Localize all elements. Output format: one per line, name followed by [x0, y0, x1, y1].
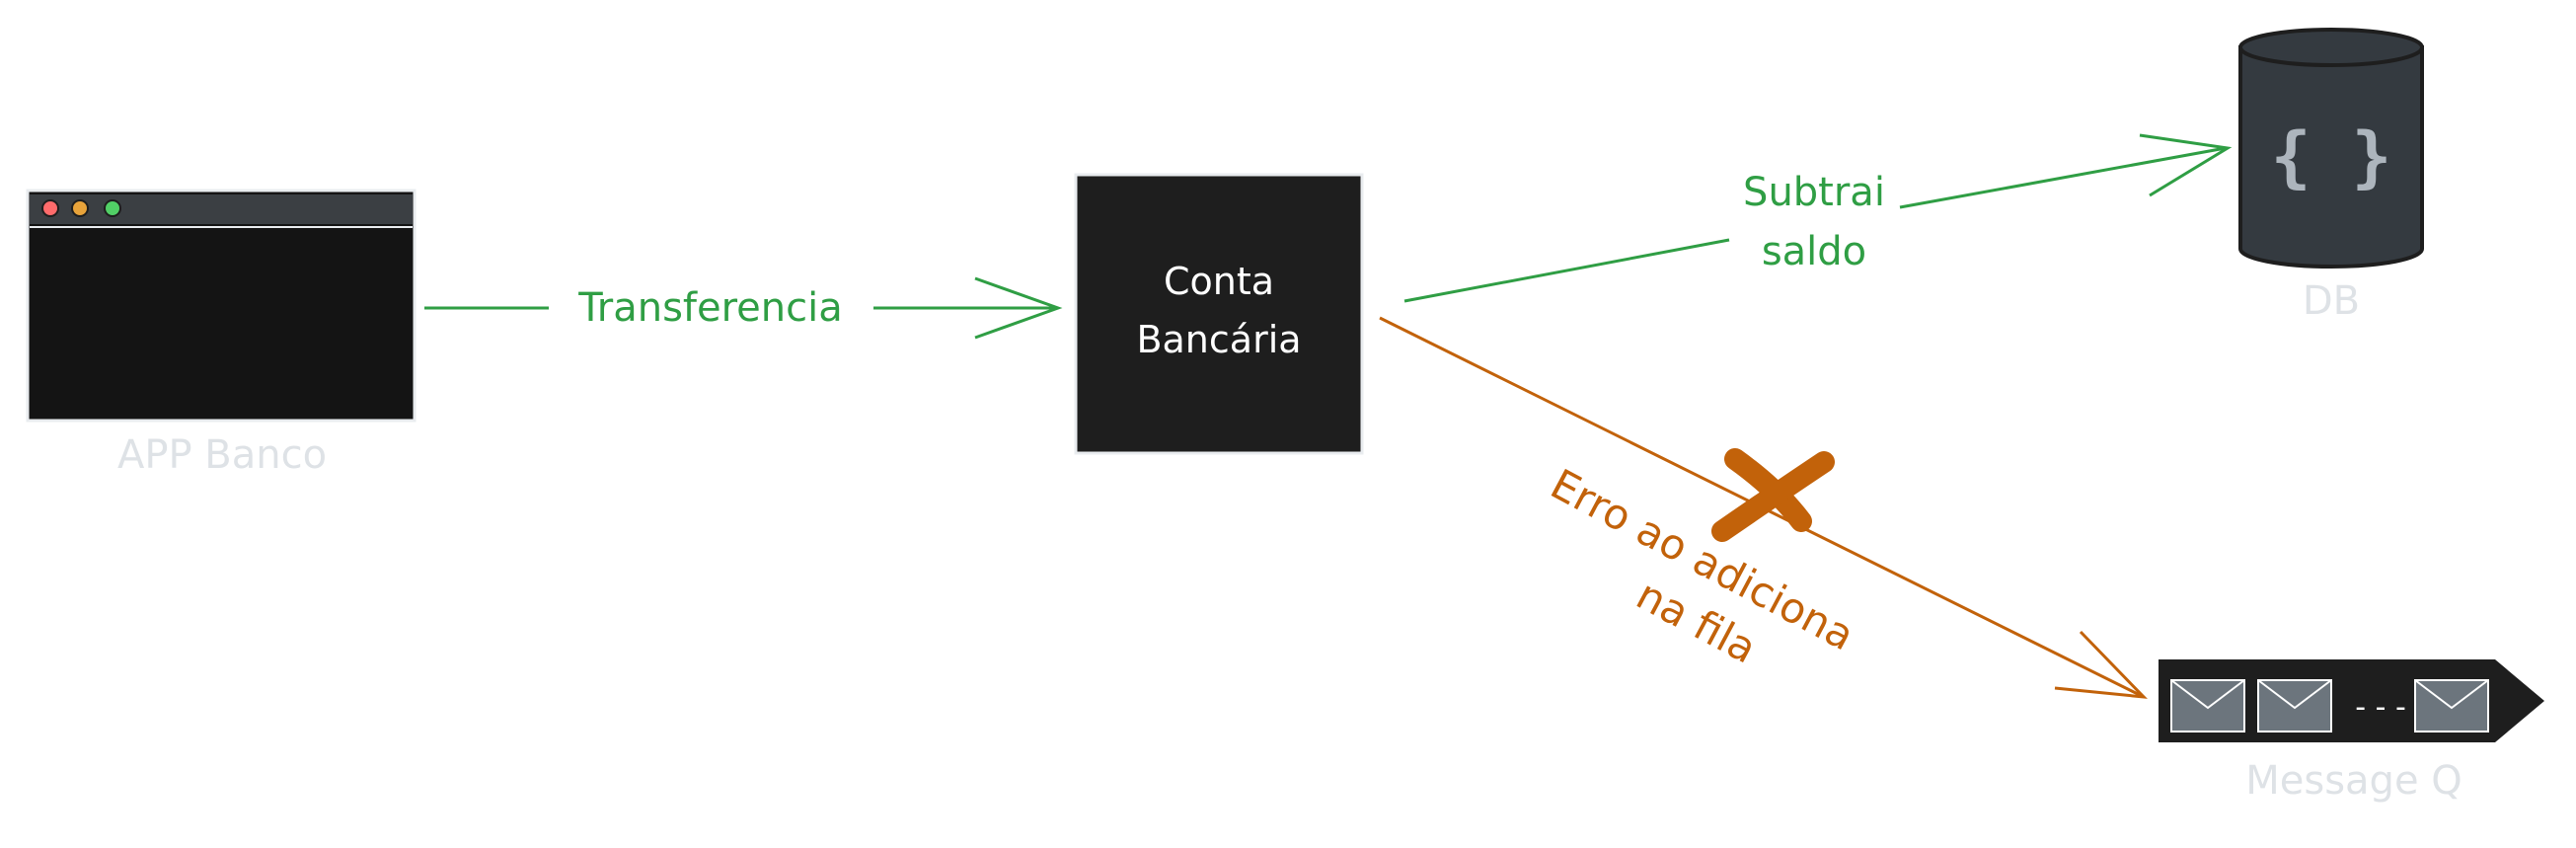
db-caption: DB — [2303, 278, 2360, 324]
message-queue-node[interactable]: - - - Message Q — [2159, 659, 2544, 804]
window-minimize-dot-icon — [71, 199, 89, 217]
envelope-icon — [2414, 679, 2489, 732]
conta-bancaria-label-line1: Conta — [1164, 260, 1274, 303]
subtract-arrowhead — [2139, 133, 2233, 197]
queue-ellipsis: - - - — [2355, 690, 2406, 725]
app-window-titlebar — [30, 194, 413, 224]
envelope-icon — [2257, 679, 2332, 732]
db-cylinder-top — [2238, 28, 2424, 67]
app-banco-node[interactable]: APP Banco — [26, 189, 417, 478]
error-x-mark-icon — [1711, 448, 1835, 542]
conta-bancaria-node[interactable]: Conta Bancária — [1074, 173, 1364, 455]
subtract-edge[interactable]: Subtrai saldo — [1403, 133, 2233, 303]
error-edge[interactable]: Erro ao adiciona na fila — [1379, 316, 2148, 699]
subtract-arrow-line-upper — [1899, 146, 2227, 209]
transfer-label: Transferencia — [577, 285, 843, 331]
conta-bancaria-box — [1074, 173, 1364, 455]
app-window-frame — [26, 189, 417, 423]
window-close-dot-icon — [41, 199, 59, 217]
app-banco-caption: APP Banco — [117, 432, 327, 478]
conta-bancaria-label-line2: Bancária — [1136, 318, 1301, 361]
subtract-label-line2: saldo — [1762, 229, 1866, 274]
subtract-arrow-line-lower — [1403, 238, 1730, 303]
db-braces-icon: { } — [2271, 118, 2392, 196]
window-maximize-dot-icon — [104, 199, 121, 217]
error-arrowhead — [2054, 630, 2148, 699]
transfer-arrowhead — [974, 276, 1063, 340]
transfer-edge[interactable]: Transferencia — [424, 276, 1063, 340]
db-cylinder-body-icon — [2238, 45, 2424, 269]
subtract-label-line1: Subtrai — [1743, 170, 1885, 215]
db-node[interactable]: { } DB — [2238, 28, 2424, 324]
message-queue-caption: Message Q — [2245, 758, 2462, 804]
envelope-icon — [2170, 679, 2245, 732]
